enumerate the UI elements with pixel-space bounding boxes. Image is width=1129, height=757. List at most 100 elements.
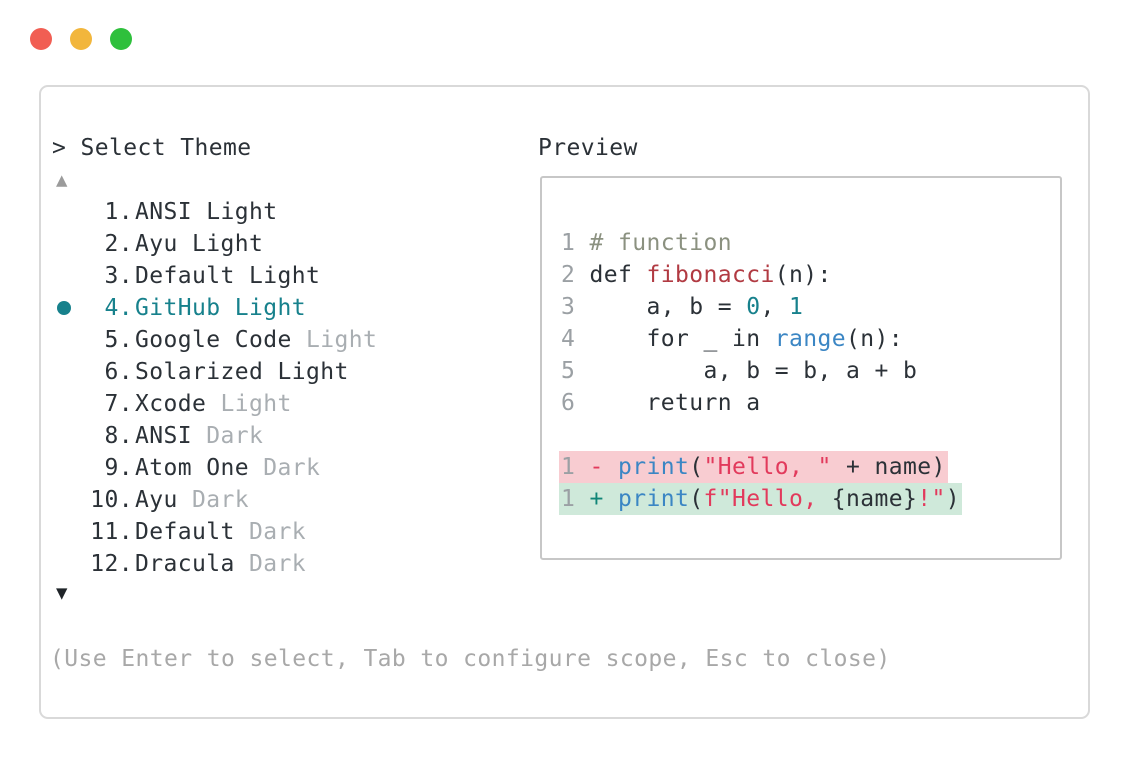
code-token: , bbox=[760, 294, 789, 320]
code-line-1: 1 # function bbox=[561, 227, 1060, 259]
code-token: (n): bbox=[774, 262, 832, 288]
theme-item-7[interactable]: 7.Xcode Light bbox=[41, 388, 521, 420]
code-line-2: 2 def fibonacci(n): bbox=[561, 259, 1060, 291]
theme-item-number: 7. bbox=[104, 391, 133, 417]
code-token: ( bbox=[689, 454, 704, 480]
theme-item-9[interactable]: 9.Atom One Dark bbox=[41, 452, 521, 484]
code-token: print bbox=[618, 486, 690, 512]
theme-item-name: ANSI bbox=[135, 423, 192, 449]
code-token: def bbox=[589, 262, 647, 288]
theme-item-variant: Dark bbox=[248, 455, 321, 481]
diff-highlight: 1 - print("Hello, " + name) bbox=[559, 451, 948, 483]
code-text: 1 # function bbox=[559, 227, 734, 259]
theme-item-8[interactable]: 8.ANSI Dark bbox=[41, 420, 521, 452]
code-text: 6 return a bbox=[559, 387, 762, 419]
code-token: for _ in bbox=[589, 326, 775, 352]
theme-item-number: 4. bbox=[104, 295, 133, 321]
code-text: 5 a, b = b, a + b bbox=[559, 355, 919, 387]
code-token: 4 bbox=[561, 326, 590, 352]
theme-item-name: Google Code bbox=[135, 327, 292, 353]
theme-item-number: 8. bbox=[104, 423, 133, 449]
window-controls bbox=[30, 28, 132, 50]
code-token: - bbox=[589, 454, 618, 480]
code-text: 4 for _ in range(n): bbox=[559, 323, 905, 355]
code-line-7 bbox=[561, 419, 1060, 451]
theme-item-variant: Dark bbox=[177, 487, 249, 513]
code-token: + name) bbox=[831, 454, 946, 480]
diff-line-added: 1 + print(f"Hello, {name}!") bbox=[559, 483, 1060, 515]
theme-item-variant: Dark bbox=[234, 519, 306, 545]
theme-item-number: 11. bbox=[90, 519, 133, 545]
code-token: ) bbox=[945, 486, 960, 512]
theme-item-5[interactable]: 5.Google Code Light bbox=[41, 324, 521, 356]
theme-item-variant: Light bbox=[291, 327, 378, 353]
code-token: print bbox=[618, 454, 690, 480]
code-token: !" bbox=[917, 486, 946, 512]
code-token: 5 bbox=[561, 358, 590, 384]
diff-line-removed: 1 - print("Hello, " + name) bbox=[559, 451, 1060, 483]
theme-item-2[interactable]: 2.Ayu Light bbox=[41, 228, 521, 260]
theme-item-name: Ayu Light bbox=[135, 231, 264, 257]
code-token: a, b = bbox=[589, 294, 747, 320]
theme-item-11[interactable]: 11.Default Dark bbox=[41, 516, 521, 548]
theme-item-name: Ayu bbox=[135, 487, 178, 513]
page-title: > Select Theme bbox=[52, 132, 251, 164]
maximize-button[interactable] bbox=[110, 28, 132, 50]
theme-item-variant: Dark bbox=[192, 423, 264, 449]
scroll-up-icon: ▲ bbox=[56, 169, 68, 191]
theme-item-number: 9. bbox=[104, 455, 133, 481]
code-line-4: 4 for _ in range(n): bbox=[561, 323, 1060, 355]
code-token: 2 bbox=[561, 262, 590, 288]
theme-item-number: 3. bbox=[104, 263, 133, 289]
theme-item-name: Default bbox=[135, 519, 235, 545]
code-token: + bbox=[589, 486, 618, 512]
code-line-6: 6 return a bbox=[561, 387, 1060, 419]
theme-item-name: Dracula bbox=[135, 551, 235, 577]
close-button[interactable] bbox=[30, 28, 52, 50]
code-text: 2 def fibonacci(n): bbox=[559, 259, 834, 291]
keyboard-hint: (Use Enter to select, Tab to configure s… bbox=[50, 646, 891, 672]
select-theme-title: Select Theme bbox=[80, 135, 252, 161]
theme-item-name: Atom One bbox=[135, 455, 249, 481]
diff-highlight: 1 + print(f"Hello, {name}!") bbox=[559, 483, 962, 515]
code-token: 0 bbox=[746, 294, 761, 320]
code-line-3: 3 a, b = 0, 1 bbox=[561, 291, 1060, 323]
code-token: 1 bbox=[788, 294, 804, 320]
code-token: 1 bbox=[561, 454, 590, 480]
code-token: {name} bbox=[831, 486, 918, 512]
code-token: range bbox=[774, 326, 846, 352]
code-token: ( bbox=[689, 486, 704, 512]
selected-bullet-icon bbox=[57, 301, 71, 315]
theme-item-12[interactable]: 12.Dracula Dark bbox=[41, 548, 521, 580]
theme-item-name: ANSI Light bbox=[135, 199, 278, 225]
theme-item-variant: Dark bbox=[234, 551, 306, 577]
theme-item-6[interactable]: 6.Solarized Light bbox=[41, 356, 521, 388]
theme-item-number: 10. bbox=[90, 487, 133, 513]
preview-title: Preview bbox=[538, 135, 638, 161]
code-line-5: 5 a, b = b, a + b bbox=[561, 355, 1060, 387]
theme-item-name: Xcode bbox=[135, 391, 207, 417]
theme-item-name: Default Light bbox=[135, 263, 321, 289]
minimize-button[interactable] bbox=[70, 28, 92, 50]
theme-item-10[interactable]: 10.Ayu Dark bbox=[41, 484, 521, 516]
prompt-caret-icon: > bbox=[52, 135, 67, 161]
scroll-down-icon: ▼ bbox=[56, 582, 68, 604]
code-token: 3 bbox=[561, 294, 590, 320]
code-token: return a bbox=[589, 390, 761, 416]
theme-item-variant: Light bbox=[206, 391, 292, 417]
theme-item-number: 2. bbox=[104, 231, 133, 257]
theme-item-4[interactable]: 4.GitHub Light bbox=[41, 292, 521, 324]
bullet-column bbox=[57, 301, 85, 315]
code-token: 6 bbox=[561, 390, 590, 416]
code-token: "Hello, " bbox=[703, 454, 832, 480]
code-token: (n): bbox=[845, 326, 903, 352]
theme-item-1[interactable]: 1.ANSI Light bbox=[41, 196, 521, 228]
theme-item-3[interactable]: 3.Default Light bbox=[41, 260, 521, 292]
code-text: 3 a, b = 0, 1 bbox=[559, 291, 805, 323]
code-token: 1 bbox=[561, 230, 590, 256]
code-token: f"Hello, bbox=[703, 486, 832, 512]
